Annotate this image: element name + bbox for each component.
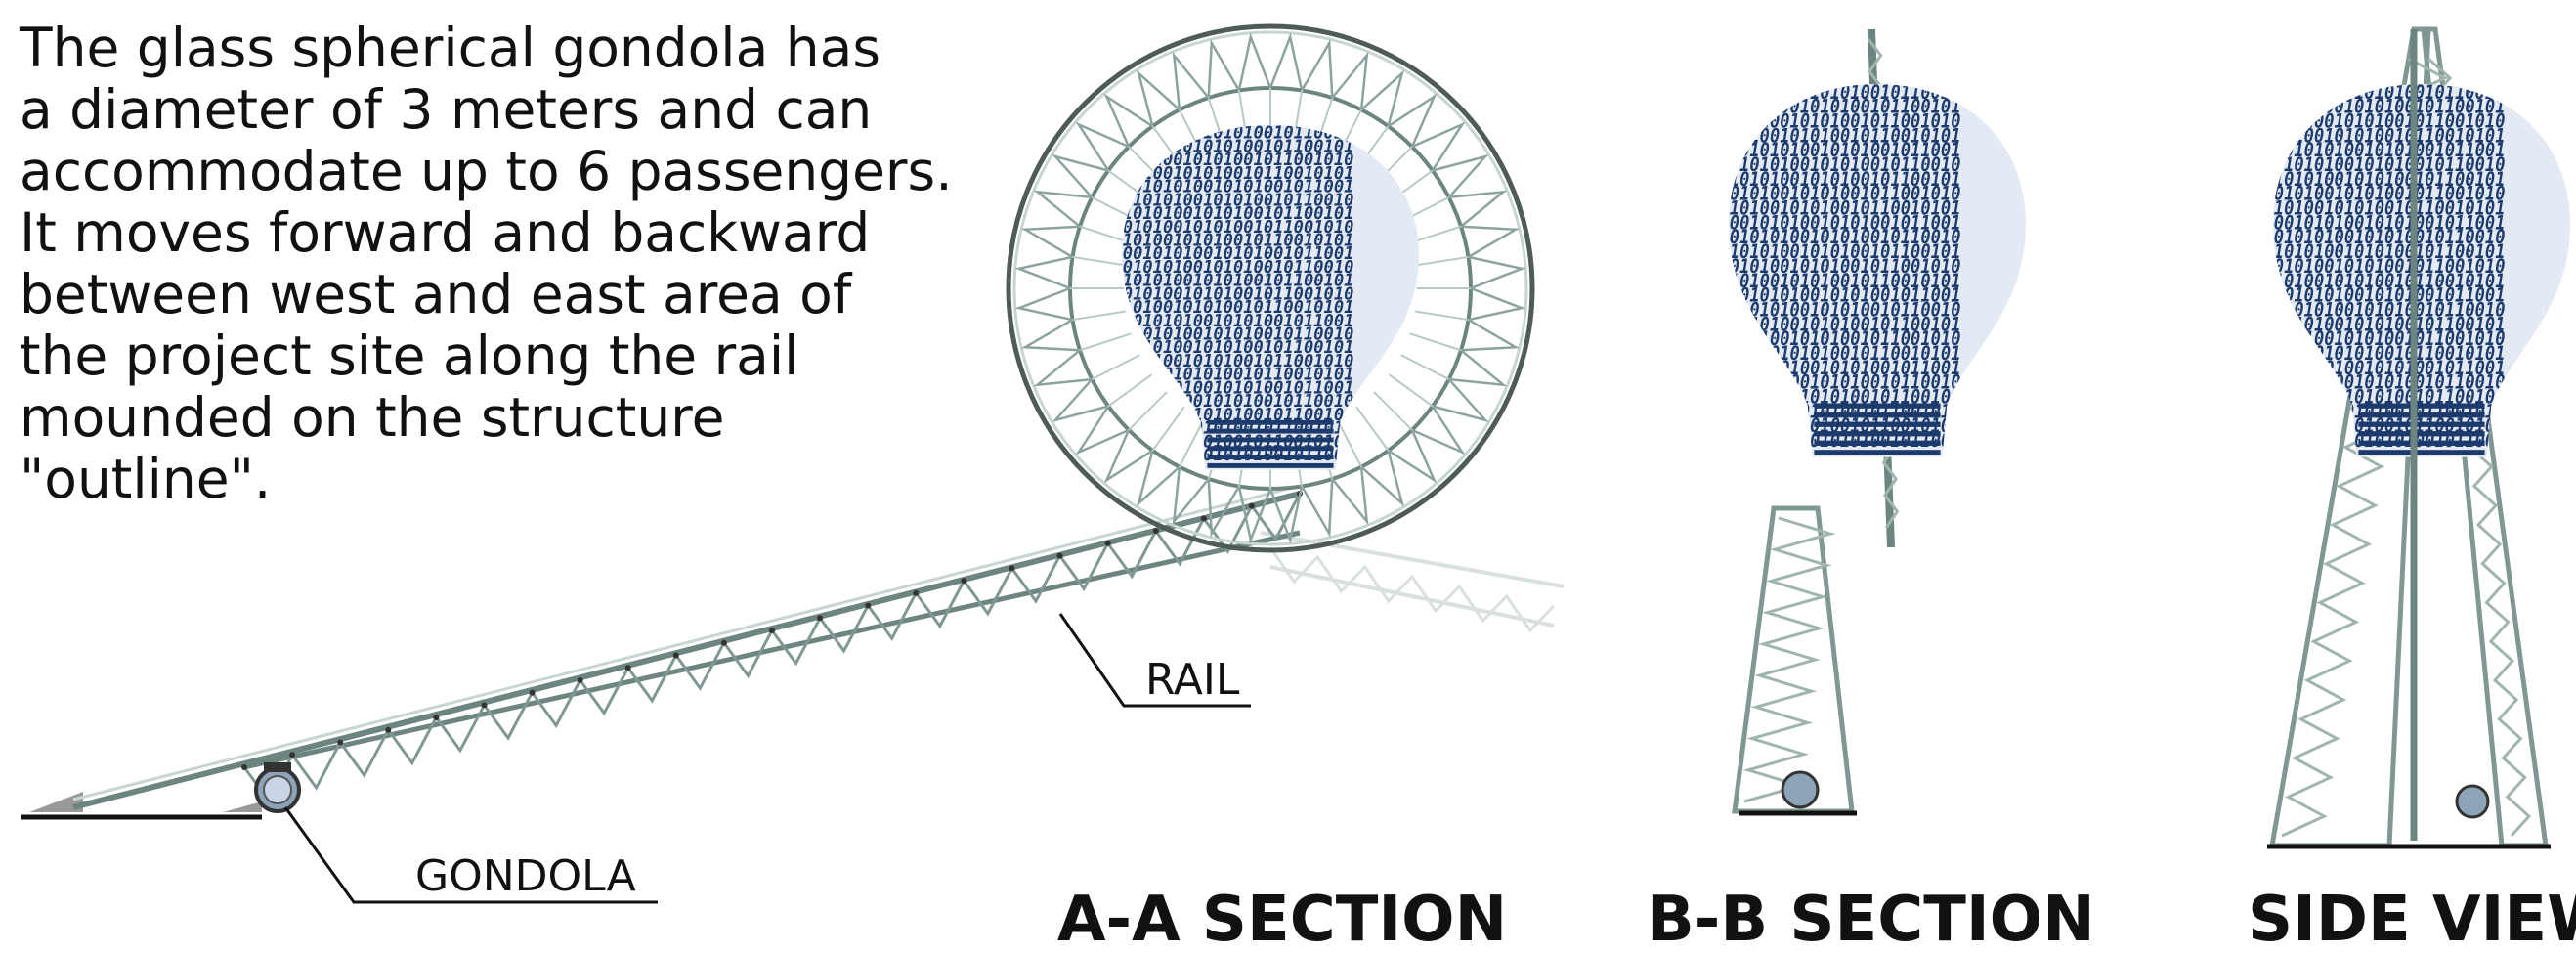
svg-text:101010010101001011001010: 101010010101001011001010 <box>1720 328 1961 350</box>
svg-text:010101001010100101100101: 010101001010100101100101 <box>1113 204 1354 224</box>
svg-text:001010100101010010110010: 001010100101010010110010 <box>1720 227 1961 248</box>
description-line: a diameter of 3 meters and can <box>20 78 873 141</box>
svg-text:010100101010010110010101: 010100101010010110010101 <box>1113 298 1354 318</box>
bb-section-tower: 1001010100101010010110010010101001010100… <box>1720 28 2026 816</box>
bb-section-title: B-B SECTION <box>1647 884 2095 953</box>
svg-text:010100101010010110010101: 010100101010010110010101 <box>1720 271 1961 292</box>
svg-text:001010100101010010110010: 001010100101010010110010 <box>2264 154 2506 176</box>
svg-text:101010010101001011001010: 101010010101001011001010 <box>2264 111 2506 133</box>
svg-text:101010010101001011001010: 101010010101001011001010 <box>1720 111 1961 133</box>
svg-text:001010100101010010110010: 001010100101010010110010 <box>2264 227 2506 248</box>
svg-text:101010010101001011001010: 101010010101001011001010 <box>1113 151 1354 170</box>
svg-text:010100101010010110010101: 010100101010010110010101 <box>2264 271 2506 292</box>
svg-text:101010010101001011001010: 101010010101001011001010 <box>1720 256 1961 278</box>
svg-text:001010100101010010110010: 001010100101010010110010 <box>1113 325 1354 344</box>
svg-text:001010100101010010110010: 001010100101010010110010 <box>2264 300 2506 322</box>
svg-text:100101010010101001011001: 100101010010101001011001 <box>2264 67 2506 89</box>
svg-text:010100101010010110010101: 010100101010010110010101 <box>1113 365 1354 384</box>
svg-text:010100101010010110010101: 010100101010010110010101 <box>2264 198 2506 220</box>
svg-text:100101010010101001011001: 100101010010101001011001 <box>2264 285 2506 307</box>
description-text: The glass spherical gondola has a diamet… <box>20 18 997 510</box>
svg-text:010101001010100101100101: 010101001010100101100101 <box>2264 314 2506 335</box>
svg-text:010100101010010110010101: 010100101010010110010101 <box>2264 126 2506 148</box>
svg-text:101010010101001011001010: 101010010101001011001010 <box>1113 352 1354 371</box>
svg-text:010100101010010110010101: 010100101010010110010101 <box>2264 343 2506 365</box>
svg-text:010101001010100101100101: 010101001010100101100101 <box>1720 314 1961 335</box>
svg-text:100101010010101001011001: 100101010010101001011001 <box>2264 140 2506 161</box>
svg-text:010101001010100101100101: 010101001010100101100101 <box>2264 169 2506 191</box>
gondola <box>254 762 301 813</box>
rail-label: RAIL <box>1145 655 1240 705</box>
svg-text:100101010010101001011001: 100101010010101001011001 <box>2264 213 2506 235</box>
rail-truss <box>72 484 1303 810</box>
side-view-tower: 1001010100101010010110010010101001010100… <box>2264 26 2570 849</box>
description-line: the project site along the rail <box>20 325 799 387</box>
svg-text:101010010101001011001010: 101010010101001011001010 <box>2264 328 2506 350</box>
bulb-gondola-aa: 1001010100101010010110010010101001010100… <box>1113 125 1419 470</box>
description-line: "outline". <box>20 448 272 510</box>
svg-text:010100101010010110010101: 010100101010010110010101 <box>1113 164 1354 184</box>
description-line: between west and east area of <box>20 263 852 325</box>
svg-text:010100101010010110010101: 010100101010010110010101 <box>1720 126 1961 148</box>
svg-text:010100101010010110010101: 010100101010010110010101 <box>1720 343 1961 365</box>
rail-callout: RAIL <box>1058 613 1251 708</box>
svg-text:101010010101001011001010: 101010010101001011001010 <box>1720 184 1961 205</box>
svg-text:010100101010010110010101: 010100101010010110010101 <box>1720 198 1961 220</box>
gondola-callout: GONDOLA <box>283 806 658 904</box>
svg-text:101010010101001011001010: 101010010101001011001010 <box>2264 184 2506 205</box>
svg-text:100101010010101001011001: 100101010010101001011001 <box>1113 312 1354 331</box>
svg-text:100101010010101001011001: 100101010010101001011001 <box>1720 213 1961 235</box>
svg-text:010101001010100101100101: 010101001010100101100101 <box>1113 338 1354 358</box>
svg-text:001010100101010010110010: 001010100101010010110010 <box>1720 300 1961 322</box>
svg-text:100101010010101001011001: 100101010010101001011001 <box>1720 140 1961 161</box>
svg-text:001010100101010010110010: 001010100101010010110010 <box>1113 191 1354 210</box>
description-line: It moves forward and backward <box>20 201 871 264</box>
description-line: The glass spherical gondola has <box>20 17 880 79</box>
svg-text:101010010101001011001010: 101010010101001011001010 <box>1113 218 1354 238</box>
gondola-label: GONDOLA <box>415 851 636 901</box>
svg-text:010101001010100101100101: 010101001010100101100101 <box>1113 271 1354 290</box>
svg-text:001010100101010010110010: 001010100101010010110010 <box>1720 154 1961 176</box>
svg-text:100101010010101001011001: 100101010010101001011001 <box>1113 177 1354 196</box>
svg-text:010100101010010110010101: 010100101010010110010101 <box>1113 231 1354 250</box>
aa-section-title: A-A SECTION <box>1057 884 1507 953</box>
svg-text:001010100101010010110010: 001010100101010010110010 <box>1113 258 1354 278</box>
svg-text:100101010010101001011001: 100101010010101001011001 <box>1720 285 1961 307</box>
svg-text:010101001010100101100101: 010101001010100101100101 <box>1720 241 1961 263</box>
description-line: mounded on the structure <box>20 386 725 449</box>
svg-text:010101001010100101100101: 010101001010100101100101 <box>1720 169 1961 191</box>
svg-text:010101001010100101100101: 010101001010100101100101 <box>2264 241 2506 263</box>
side-view-title: SIDE VIEW <box>2248 884 2576 953</box>
svg-text:100101010010101001011001: 100101010010101001011001 <box>1720 67 1961 89</box>
svg-text:100101010010101001011001: 100101010010101001011001 <box>1113 244 1354 264</box>
svg-text:101010010101001011001010: 101010010101001011001010 <box>1113 284 1354 304</box>
description-line: accommodate up to 6 passengers. <box>20 140 953 202</box>
svg-text:101010010101001011001010: 101010010101001011001010 <box>2264 256 2506 278</box>
ground-base <box>21 792 262 820</box>
